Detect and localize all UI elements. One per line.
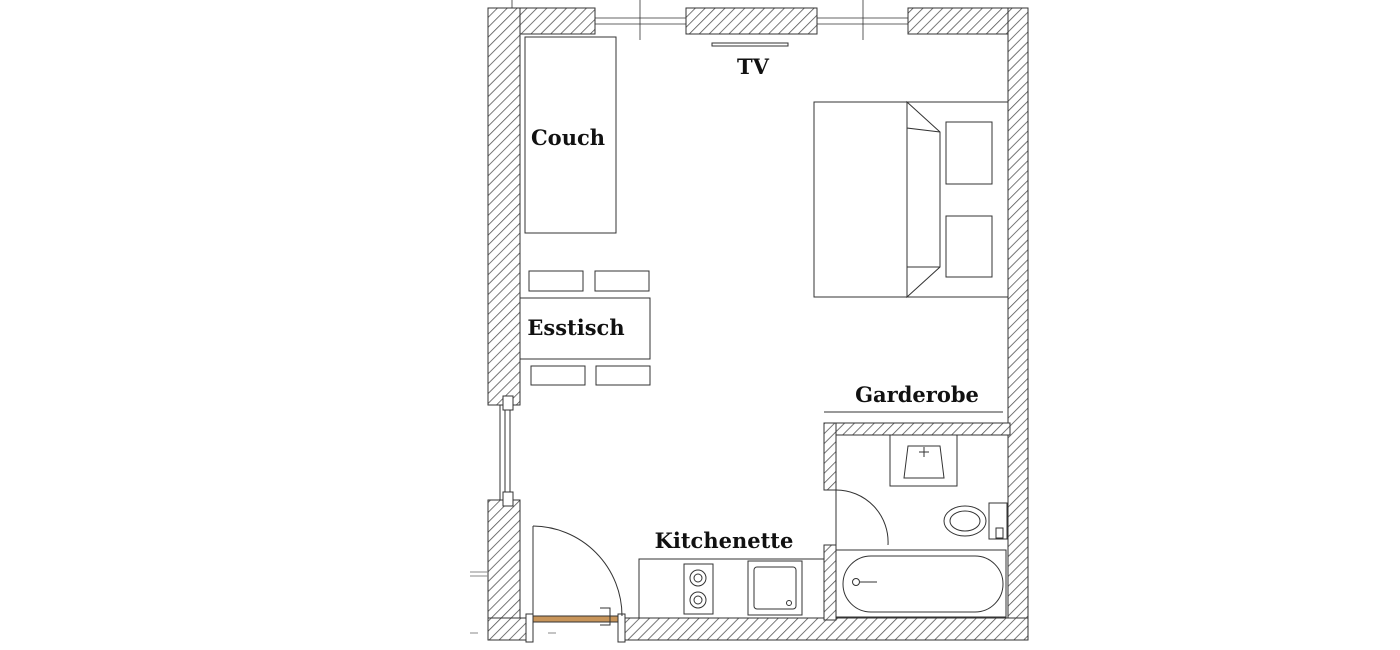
- dining-set: [519, 270, 651, 386]
- dining-table-label: Esstisch: [527, 315, 624, 340]
- kitchenette-label: Kitchenette: [655, 528, 794, 553]
- wall-bath-left-lower: [823, 544, 837, 621]
- wardrobe-label: Garderobe: [855, 382, 979, 407]
- kitchenette-counter: [638, 558, 825, 619]
- walls: [487, 7, 1029, 641]
- kitchen-sink: [747, 560, 803, 616]
- bathtub: [835, 549, 1007, 618]
- top-windows: [511, 0, 908, 40]
- wall-right: [1007, 7, 1029, 641]
- wall-bath-left-upper: [823, 422, 837, 491]
- pillow: [945, 215, 993, 278]
- bed: [813, 100, 1009, 299]
- stove: [683, 563, 714, 615]
- wall-bath-top: [823, 422, 1011, 436]
- pillow: [945, 121, 993, 185]
- wall-top-middle: [685, 7, 818, 35]
- bathroom-door: [835, 489, 889, 546]
- toilet: [943, 502, 1008, 540]
- couch-label: Couch: [531, 125, 605, 150]
- wall-bottom: [623, 617, 1029, 641]
- sink: [889, 434, 958, 487]
- tv-unit: [711, 42, 789, 47]
- dining-table: [519, 297, 651, 360]
- chair: [528, 270, 584, 292]
- wall-bottom-left-stub: [487, 617, 529, 641]
- couch: [524, 36, 617, 234]
- entrance-door: [525, 525, 626, 643]
- left-window: [499, 395, 514, 507]
- tv-label: TV: [737, 54, 770, 79]
- wall-left-upper: [487, 7, 521, 406]
- chair: [530, 365, 586, 386]
- chair: [594, 270, 650, 292]
- exterior-marks: [470, 571, 556, 634]
- chair: [595, 365, 651, 386]
